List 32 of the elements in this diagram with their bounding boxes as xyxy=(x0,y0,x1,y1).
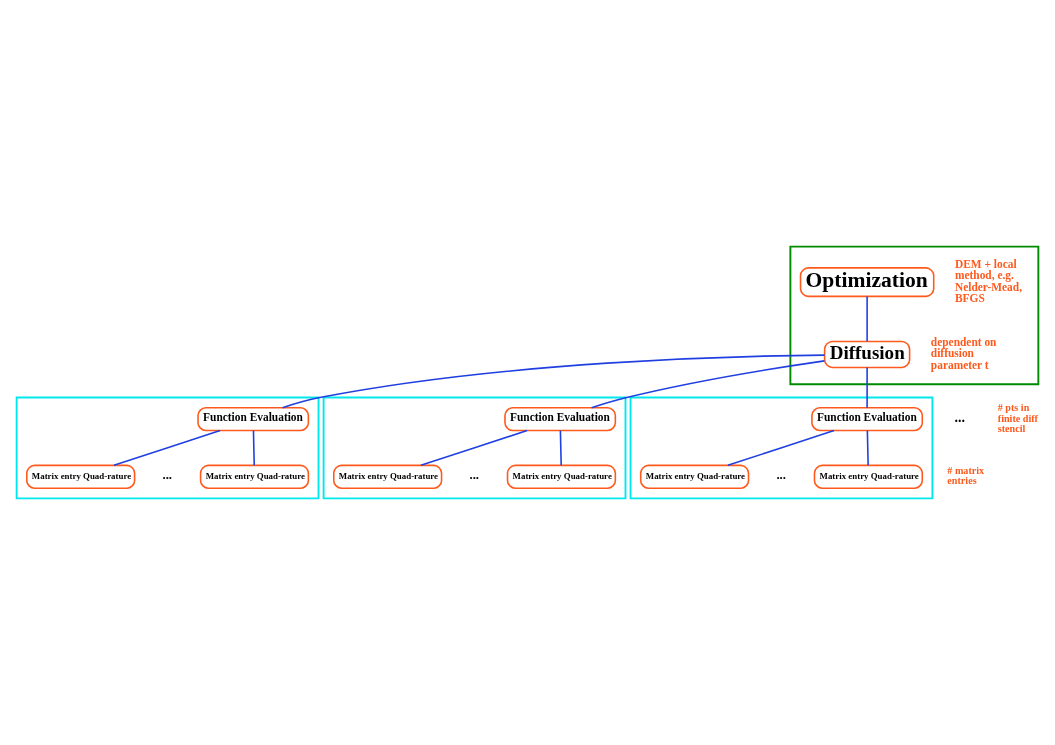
node-box: Matrix entry Quad-rature xyxy=(639,464,750,490)
label: # pts in finite diff stencil xyxy=(997,402,1038,434)
node-box: Matrix entry Quad-rature xyxy=(813,464,924,490)
label: ... xyxy=(954,410,966,426)
connector xyxy=(420,429,528,467)
node-box: Matrix entry Quad-rature xyxy=(26,464,136,490)
node-box: Diffusion xyxy=(823,340,911,369)
label: # matrix entries xyxy=(947,465,985,487)
connector xyxy=(252,429,256,467)
node-box: Function Evaluation xyxy=(197,406,310,432)
connector xyxy=(866,429,869,467)
node-box: Function Evaluation xyxy=(504,406,617,432)
connector xyxy=(559,429,562,467)
label: ... xyxy=(776,468,786,483)
connector xyxy=(727,429,835,467)
connector xyxy=(866,366,868,409)
label: DEM + local method, e.g. Nelder-Mead, BFGS xyxy=(954,257,1022,305)
node-box: Matrix entry Quad-rature xyxy=(332,464,443,490)
connector xyxy=(866,295,868,343)
cluster xyxy=(15,396,320,500)
node-box: Matrix entry Quad-rature xyxy=(199,464,310,490)
connector xyxy=(281,354,826,409)
node-box: Matrix entry Quad-rature xyxy=(506,464,617,490)
cluster xyxy=(789,245,1040,386)
cluster xyxy=(629,396,934,500)
cluster xyxy=(322,396,627,500)
node-box: Optimization xyxy=(799,267,935,298)
label: ... xyxy=(162,468,173,483)
node-box: Function Evaluation xyxy=(811,406,924,432)
connector xyxy=(113,429,221,467)
label: ... xyxy=(469,468,479,483)
label: dependent on diffusion parameter t xyxy=(930,335,997,371)
